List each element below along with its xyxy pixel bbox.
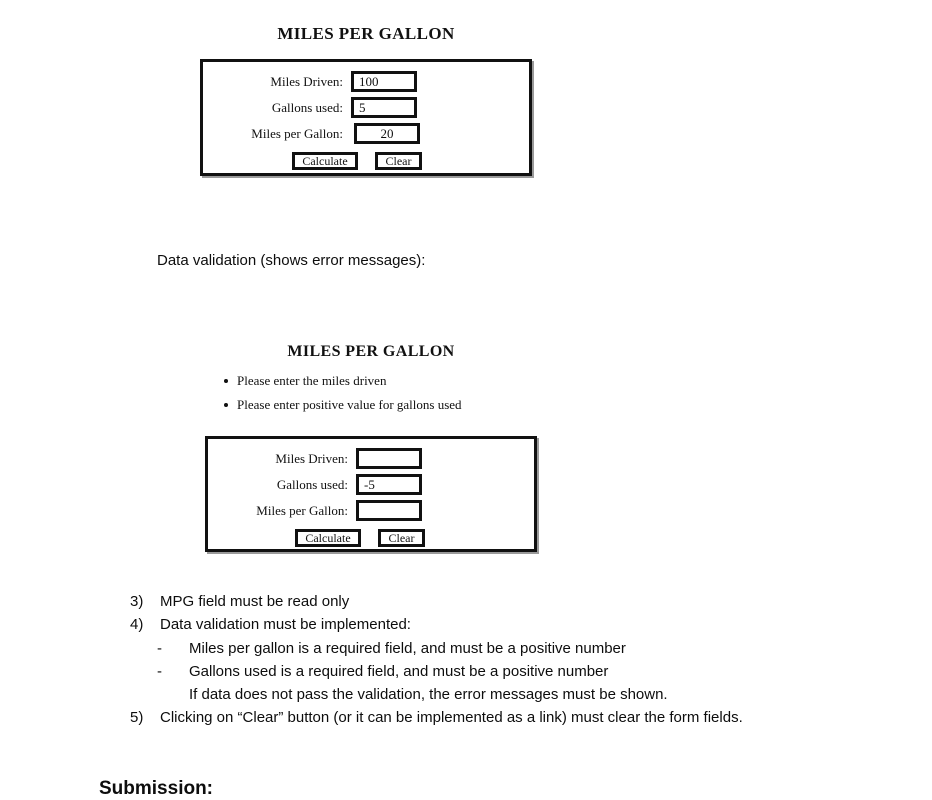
validation-error-list: Please enter the miles driven Please ent… [222,371,462,415]
button-row-validation: Calculate Clear [295,529,534,547]
clear-button[interactable]: Clear [375,152,422,170]
field-row-gallons-used: Gallons used: [203,96,529,119]
requirement-subitem-text: Gallons used is a required field, and mu… [189,663,609,680]
error-message-text: Please enter the miles driven [237,373,387,388]
label-gallons-used: Gallons used: [271,99,343,115]
input-miles-driven[interactable] [356,448,422,469]
label-gallons-used: Gallons used: [276,476,348,492]
mpg-form-validation: Miles Driven: Gallons used: Miles per Ga… [205,436,537,552]
label-miles-per-gallon: Miles per Gallon: [251,125,343,141]
error-message-text: Please enter positive value for gallons … [237,397,462,412]
field-row-miles-per-gallon: Miles per Gallon: [203,122,529,145]
requirement-subitem-4-1: - Miles per gallon is a required field, … [157,640,626,657]
requirement-text: Data validation must be implemented: [160,616,411,633]
bullet-dash: - [157,640,162,657]
requirement-subitem-text: If data does not pass the validation, th… [189,686,668,703]
data-validation-section-label: Data validation (shows error messages): [157,252,426,269]
requirement-text: MPG field must be read only [160,593,350,610]
calculate-button[interactable]: Calculate [295,529,361,547]
requirement-item-4: 4) Data validation must be implemented: [130,616,411,633]
field-row-gallons-used: Gallons used: [208,473,534,496]
label-miles-driven: Miles Driven: [275,450,348,466]
submission-heading: Submission: [99,778,214,799]
field-row-miles-per-gallon: Miles per Gallon: [208,499,534,522]
label-miles-driven: Miles Driven: [270,73,343,89]
requirement-subitem-text: Miles per gallon is a required field, an… [189,640,626,657]
mpg-form-success-title: MILES PER GALLON [277,24,455,43]
input-gallons-used[interactable] [356,474,422,495]
mpg-form-success: Miles Driven: Gallons used: Miles per Ga… [200,59,532,176]
requirement-subitem-4-2: - Gallons used is a required field, and … [157,663,608,680]
bullet-dash: - [157,663,162,680]
clear-button[interactable]: Clear [378,529,425,547]
calculate-button[interactable]: Calculate [292,152,358,170]
requirement-text: Clicking on “Clear” button (or it can be… [160,709,743,726]
input-miles-per-gallon[interactable] [356,500,422,521]
input-miles-driven[interactable] [351,71,417,92]
field-row-miles-driven: Miles Driven: [208,447,534,470]
input-gallons-used[interactable] [351,97,417,118]
label-miles-per-gallon: Miles per Gallon: [256,502,348,518]
requirement-marker: 4) [130,616,144,633]
button-row-success: Calculate Clear [292,152,529,170]
field-row-miles-driven: Miles Driven: [203,70,529,93]
requirement-subitem-4-3: If data does not pass the validation, th… [157,686,668,703]
error-message-item: Please enter the miles driven [222,371,462,391]
mpg-form-validation-title: MILES PER GALLON [287,343,455,360]
requirement-marker: 5) [130,709,144,726]
input-miles-per-gallon[interactable] [354,123,420,144]
requirement-item-3: 3) MPG field must be read only [130,593,349,610]
requirement-marker: 3) [130,593,144,610]
error-message-item: Please enter positive value for gallons … [222,395,462,415]
requirement-item-5: 5) Clicking on “Clear” button (or it can… [130,709,743,726]
